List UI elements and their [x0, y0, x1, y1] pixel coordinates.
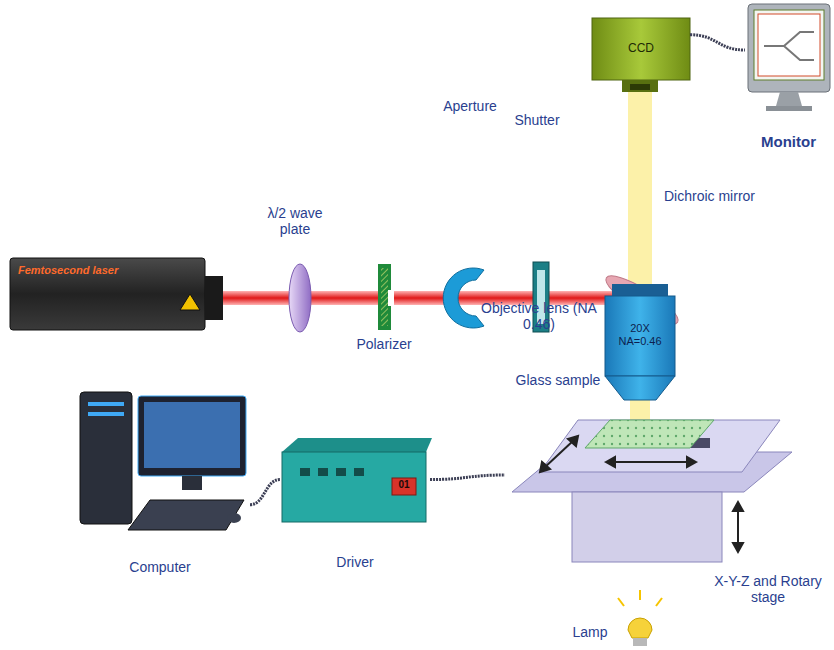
component-label: Polarizer [344, 336, 424, 352]
node-label: Computer [129, 559, 190, 575]
node-label: Monitor [761, 133, 816, 150]
objective-lens: 20XNA=0.46 [606, 300, 674, 370]
cable [250, 480, 280, 505]
display-readout: 01 [392, 479, 416, 491]
component-label: Dichroic mirror [664, 188, 804, 204]
component-label: Lamp [560, 624, 620, 640]
component-label: Objective lens (NA 0.46) [478, 300, 600, 332]
display-monitor: Monitor [745, 2, 832, 152]
ccd-camera: CCD [592, 18, 690, 80]
component-label: λ/2 wave plate [255, 205, 335, 237]
cable [690, 35, 745, 50]
stage-driver: Driver [280, 435, 430, 570]
node-label: NA=0.46 [618, 335, 661, 348]
control-computer: Computer [70, 390, 250, 575]
node-label: 20X [630, 322, 650, 335]
component-label: Aperture [430, 98, 510, 114]
node-label: Femtosecond laser [18, 264, 118, 277]
node-label: X-Y-Z and Rotary stage [708, 573, 828, 605]
component-label: Shutter [502, 112, 572, 128]
laser-source: Femtosecond laser [10, 258, 205, 330]
node-label: Driver [336, 554, 373, 570]
component-label: Glass sample [508, 372, 608, 388]
cable [430, 475, 505, 480]
node-label: CCD [628, 42, 654, 56]
motion-stage: X-Y-Z and Rotary stage [505, 405, 830, 605]
